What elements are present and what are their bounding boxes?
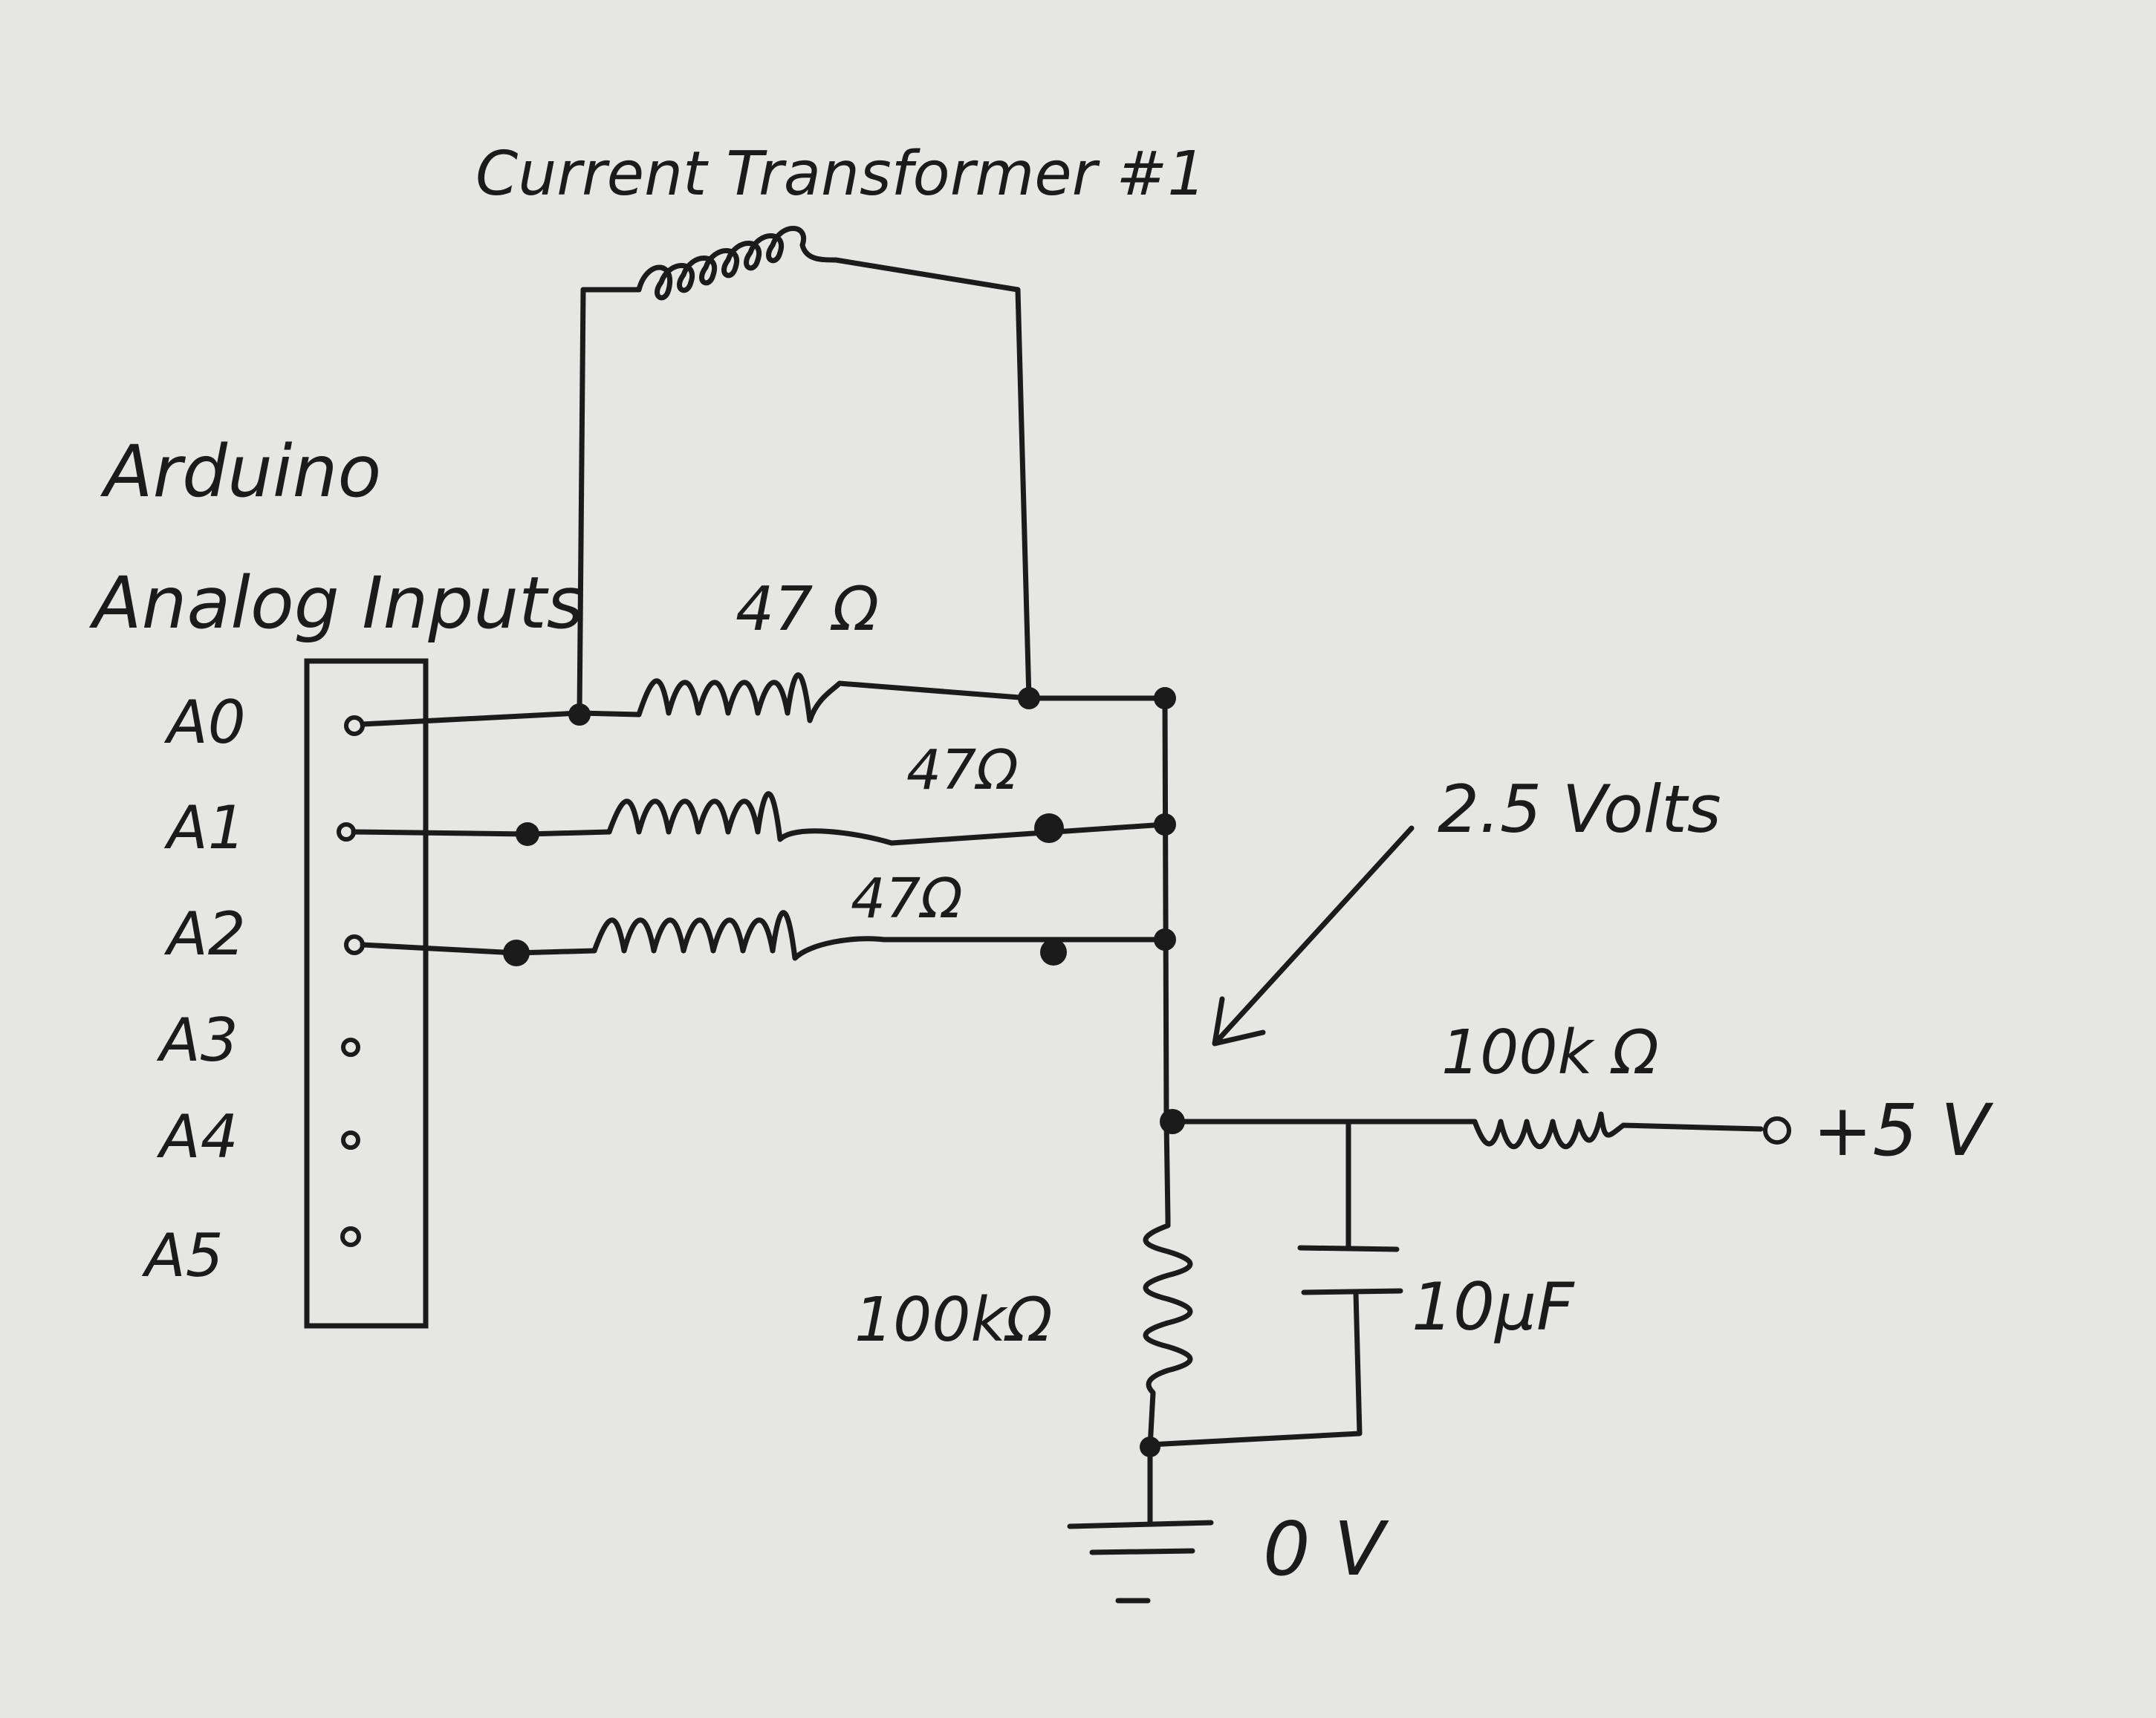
resistor-a2-label: 47Ω [851,867,963,931]
arduino-label: Arduino [100,430,381,513]
resistor-a1-label: 47Ω [906,738,1019,802]
resistor-a0-label: 47 Ω [736,574,879,645]
analog-inputs-label: Analog Inputs [88,562,584,645]
transformer-lead-left [577,287,586,716]
junction-a2-right [1040,939,1067,966]
resistor-a1-icon [606,791,1168,846]
pin-label-a1: A1 [163,793,246,862]
pin-label-a5: A5 [141,1221,224,1290]
wire-a0 [360,710,642,727]
ground-icon [1067,1520,1214,1604]
wire-a2 [360,942,597,956]
wire-cap-bottom [1147,1289,1363,1448]
annotation-arrow-icon [1212,825,1415,1047]
junction-bus-a1 [1154,813,1176,836]
arduino-header [304,658,429,1329]
junction-bus-a2 [1154,928,1176,951]
pin-a0 [344,715,365,736]
capacitor-icon [1297,1245,1403,1295]
resistor-a2-icon [591,910,1168,961]
ground-label: 0 V [1263,1506,1389,1592]
pin-a3 [341,1038,360,1057]
supply-terminal [1763,1116,1791,1145]
pin-label-a2: A2 [163,899,246,969]
bias-bus [1162,695,1171,1221]
junction-a0-left [568,703,591,726]
resistor-a0-icon [636,672,1168,723]
junction-a1-right [1034,813,1064,843]
wire-a1 [351,829,612,837]
resistor-top-icon [1472,1111,1764,1149]
bias-voltage-annotation: 2.5 Volts [1438,771,1721,847]
junction-bus-a0 [1154,687,1176,709]
junction-a0-right [1018,687,1040,709]
supply-label: +5 V [1813,1089,1994,1172]
capacitor-label: 10μF [1412,1269,1575,1345]
transformer-title: Current Transformer #1 [475,139,1206,209]
junction-a1-left [516,822,539,846]
transformer-coil-icon [580,226,1021,301]
pin-a5 [340,1226,361,1247]
pin-label-a3: A3 [156,1006,238,1075]
resistor-top-label: 100k Ω [1441,1018,1659,1088]
junction-a2-left [503,940,530,966]
resistor-bottom-icon [1143,1215,1193,1450]
resistor-bottom-label: 100kΩ [854,1285,1053,1356]
transformer-lead-right [1015,287,1032,701]
pin-label-a4: A4 [156,1102,238,1171]
pin-label-a0: A0 [163,688,246,757]
pin-a4 [341,1130,360,1150]
